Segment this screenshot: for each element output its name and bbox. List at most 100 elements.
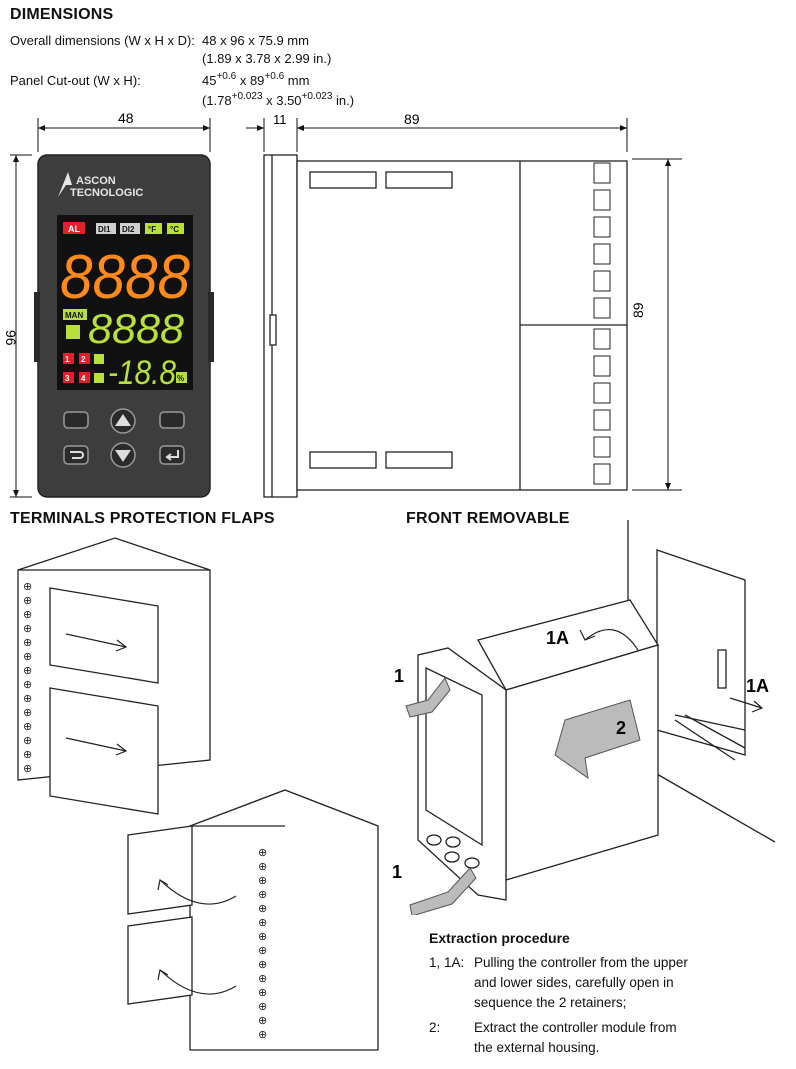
dim-89-side-label: 89 bbox=[630, 302, 646, 318]
procedure-step2-text-b: the external housing. bbox=[474, 1040, 600, 1055]
panel-cutout-label: Panel Cut-out (W x H): bbox=[10, 73, 141, 88]
ascon-logo-icon bbox=[58, 172, 72, 197]
svg-text:⊕: ⊕ bbox=[258, 931, 267, 943]
cutout-height-tolerance: +0.6 bbox=[264, 71, 285, 82]
brand-line1: ASCON bbox=[76, 175, 116, 187]
svg-text:⊕: ⊕ bbox=[23, 693, 32, 705]
controller-side-view bbox=[263, 154, 628, 498]
led-4-label: 4 bbox=[81, 374, 86, 383]
indicator-al: AL bbox=[68, 224, 80, 234]
retainer-open-arrows bbox=[579, 629, 764, 713]
terminal-strip bbox=[593, 162, 611, 485]
svg-text:⊕: ⊕ bbox=[258, 903, 267, 915]
panel-cutout-mm: 45+0.6 x 89+0.6 mm bbox=[202, 71, 310, 89]
step-1-top-label: 1 bbox=[394, 666, 404, 686]
display-mid-value: 8888 bbox=[88, 305, 185, 352]
overall-dimensions-label: Overall dimensions (W x H x D): bbox=[10, 33, 195, 48]
cutout-height: 89 bbox=[249, 73, 265, 88]
dimensions-heading: DIMENSIONS bbox=[10, 6, 114, 23]
svg-text:⊕: ⊕ bbox=[23, 749, 32, 761]
indicator-degf: °F bbox=[148, 225, 156, 234]
dim-96-label: 96 bbox=[3, 330, 19, 346]
front-removable-illustration: 1 1 1A 1A 2 bbox=[392, 520, 776, 915]
led-3-label: 3 bbox=[65, 374, 70, 383]
led-2-label: 2 bbox=[81, 355, 86, 364]
indicator-di2: DI2 bbox=[122, 225, 135, 234]
arrow-up-led-icon bbox=[94, 354, 104, 364]
cutout-width: 45 bbox=[202, 73, 217, 88]
svg-text:⊕: ⊕ bbox=[258, 917, 267, 929]
lower-flap-closed bbox=[49, 687, 159, 815]
svg-text:⊕: ⊕ bbox=[258, 1001, 267, 1013]
up-arrow-icon bbox=[115, 414, 131, 426]
front-removable-heading: FRONT REMOVABLE bbox=[406, 510, 570, 527]
step-1a-left-label: 1A bbox=[546, 628, 569, 648]
procedure-step1-text-b: and lower sides, carefully open in bbox=[474, 975, 674, 990]
cutout-unit: mm bbox=[284, 73, 310, 88]
top-retainer-arrow-icon bbox=[405, 677, 451, 718]
procedure-step2-key: 2: bbox=[429, 1020, 441, 1035]
left-function-key bbox=[63, 411, 89, 429]
procedure-step1-key: 1, 1A: bbox=[429, 955, 465, 970]
svg-text:⊕: ⊕ bbox=[258, 1029, 267, 1041]
svg-text:⊕: ⊕ bbox=[23, 707, 32, 719]
svg-text:⊕: ⊕ bbox=[258, 875, 267, 887]
svg-text:⊕: ⊕ bbox=[23, 679, 32, 691]
svg-text:⊕: ⊕ bbox=[23, 595, 32, 607]
svg-text:⊕: ⊕ bbox=[23, 763, 32, 775]
cutout-separator: x bbox=[236, 73, 250, 88]
svg-text:⊕: ⊕ bbox=[23, 609, 32, 621]
svg-text:⊕: ⊕ bbox=[258, 861, 267, 873]
panel-cutout-in: (1.78+0.023 x 3.50+0.023 in.) bbox=[202, 91, 355, 109]
svg-text:⊕: ⊕ bbox=[23, 637, 32, 649]
cutout-in-width: (1.78 bbox=[202, 93, 232, 108]
procedure-step1-text-c: sequence the 2 retainers; bbox=[474, 995, 627, 1010]
right-function-key bbox=[159, 411, 185, 429]
enter-key bbox=[159, 445, 185, 465]
procedure-title: Extraction procedure bbox=[429, 930, 570, 946]
down-arrow-icon bbox=[115, 450, 131, 462]
extraction-arrow-icon bbox=[554, 699, 641, 780]
step-1-bottom-label: 1 bbox=[392, 862, 402, 882]
front-keypad bbox=[426, 834, 480, 869]
enter-icon bbox=[165, 450, 179, 461]
svg-text:⊕: ⊕ bbox=[23, 651, 32, 663]
cutout-in-height: x 3.50 bbox=[262, 93, 302, 108]
indicator-percent: % bbox=[177, 374, 184, 383]
svg-text:⊕: ⊕ bbox=[258, 959, 267, 971]
cutout-in-height-tolerance: +0.023 bbox=[301, 91, 333, 102]
upper-flap-open bbox=[127, 825, 193, 915]
procedure-step2-text-a: Extract the controller module from bbox=[474, 1020, 677, 1035]
dim-89-top-label: 89 bbox=[404, 111, 420, 127]
display-top-value: 8888 bbox=[60, 243, 190, 312]
bottom-retainer-arrow-icon bbox=[409, 867, 477, 915]
svg-text:⊕: ⊕ bbox=[258, 987, 267, 999]
terminal-flaps-illustration: ⊕⊕⊕⊕ ⊕⊕⊕⊕ ⊕⊕⊕⊕ ⊕⊕ ⊕⊕⊕⊕ ⊕⊕⊕⊕ ⊕⊕⊕⊕ ⊕⊕ bbox=[17, 537, 379, 1051]
ramp-icon bbox=[66, 325, 80, 339]
svg-text:⊕: ⊕ bbox=[23, 623, 32, 635]
overall-dimensions-mm: 48 x 96 x 75.9 mm bbox=[202, 33, 309, 48]
indicator-man: MAN bbox=[65, 311, 83, 320]
svg-text:⊕: ⊕ bbox=[258, 889, 267, 901]
terminal-screws: ⊕⊕⊕⊕ ⊕⊕⊕⊕ ⊕⊕⊕⊕ ⊕⊕ ⊕⊕⊕⊕ ⊕⊕⊕⊕ ⊕⊕⊕⊕ ⊕⊕ bbox=[23, 581, 267, 1041]
lower-flap-open bbox=[127, 916, 193, 1005]
dim-48-label: 48 bbox=[118, 110, 134, 126]
cycle-icon bbox=[70, 451, 84, 459]
svg-text:⊕: ⊕ bbox=[258, 1015, 267, 1027]
flap-arrows bbox=[65, 633, 237, 995]
step-1a-right-label: 1A bbox=[746, 676, 769, 696]
cycle-key bbox=[63, 445, 89, 465]
flaps-heading: TERMINALS PROTECTION FLAPS bbox=[10, 510, 275, 527]
cutout-in-unit: in.) bbox=[332, 93, 355, 108]
svg-text:⊕: ⊕ bbox=[258, 973, 267, 985]
procedure-step1-text-a: Pulling the controller from the upper bbox=[474, 955, 688, 970]
step-2-label: 2 bbox=[616, 718, 626, 738]
overall-dimensions-in: (1.89 x 3.78 x 2.99 in.) bbox=[202, 51, 332, 66]
svg-text:⊕: ⊕ bbox=[258, 945, 267, 957]
cutout-in-width-tolerance: +0.023 bbox=[231, 91, 263, 102]
cutout-width-tolerance: +0.6 bbox=[216, 71, 237, 82]
svg-text:⊕: ⊕ bbox=[23, 721, 32, 733]
svg-text:⊕: ⊕ bbox=[258, 847, 267, 859]
svg-text:⊕: ⊕ bbox=[23, 735, 32, 747]
upper-flap-closed bbox=[49, 587, 159, 684]
